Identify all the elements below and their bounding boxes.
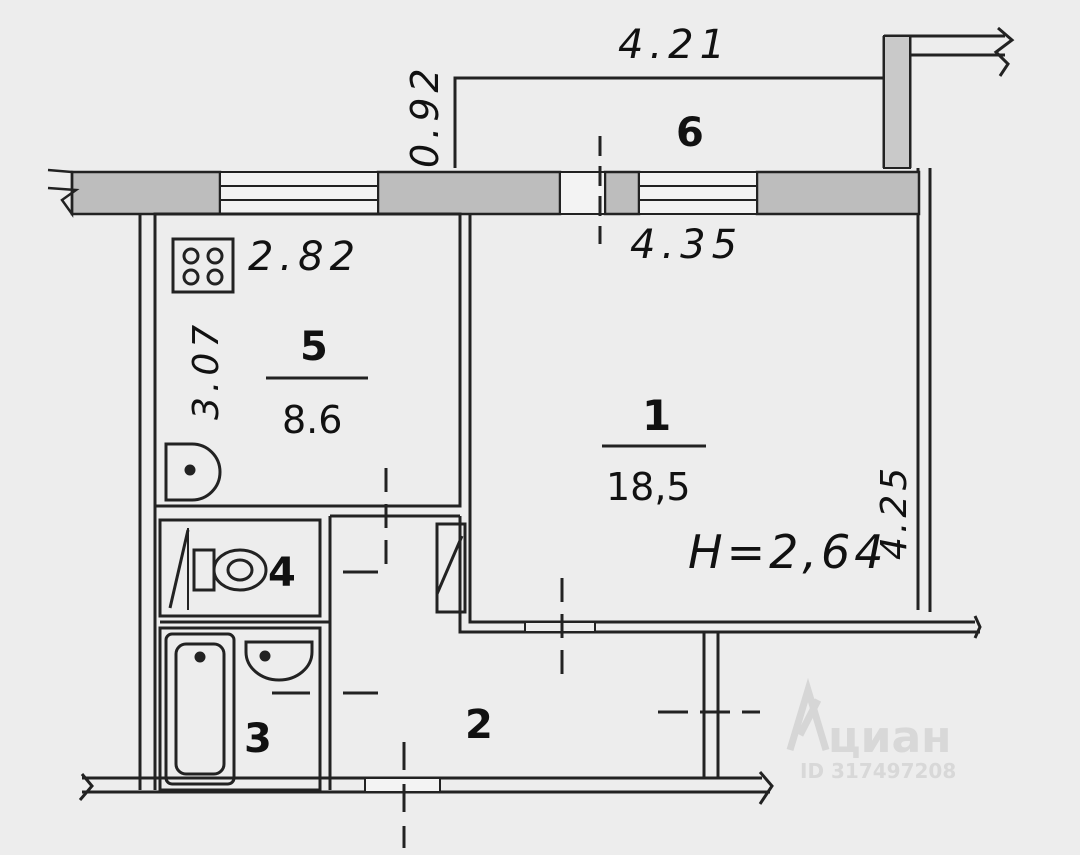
balcony-outline (453, 26, 1015, 168)
toilet-icon (192, 548, 268, 592)
bathroom-walls (158, 626, 322, 792)
room-door-opening (524, 621, 596, 633)
sink-icon (164, 442, 222, 502)
balcony-depth-dimension: 0.92 (403, 63, 447, 168)
room-2-number: 2 (465, 702, 493, 748)
hall-walls (330, 504, 982, 639)
kitchen-walls (153, 212, 462, 508)
stove-icon (171, 237, 235, 294)
room-5-number: 5 (300, 324, 328, 370)
top-wall (70, 170, 921, 216)
cian-watermark: циан ID 317497208 (786, 677, 956, 783)
wc-slant (168, 529, 190, 609)
room-5-area: 8.6 (282, 398, 342, 442)
room1-length-dimension: 4.25 (874, 464, 915, 560)
room-1-area: 18,5 (606, 465, 691, 509)
room-6-number: 6 (676, 110, 704, 156)
room-window (638, 171, 758, 215)
hall-door-to-room (435, 522, 467, 614)
balcony-length-dimension: 4.21 (618, 22, 731, 68)
kitchen-width-dimension: 2.82 (248, 234, 361, 280)
watermark-brand: циан (828, 712, 952, 763)
balcony-door (559, 171, 606, 215)
room-1-number: 1 (642, 391, 671, 440)
washbasin-icon (244, 640, 314, 682)
ceiling-height: H=2,64 (688, 525, 888, 579)
top-wall-break (47, 168, 80, 218)
hall-right-partition (702, 630, 720, 780)
balcony-side-wall (883, 35, 911, 169)
kitchen-length-dimension: 3.07 (186, 320, 227, 420)
room-3-number: 3 (244, 716, 272, 762)
bathtub-icon (164, 632, 236, 786)
room1-width-dimension: 4.35 (630, 222, 743, 268)
room-4-number: 4 (268, 550, 296, 596)
kitchen-window (219, 171, 379, 215)
wc-walls (158, 518, 322, 618)
watermark-id: ID 317497208 (800, 759, 956, 783)
cian-logo-icon (786, 677, 830, 752)
